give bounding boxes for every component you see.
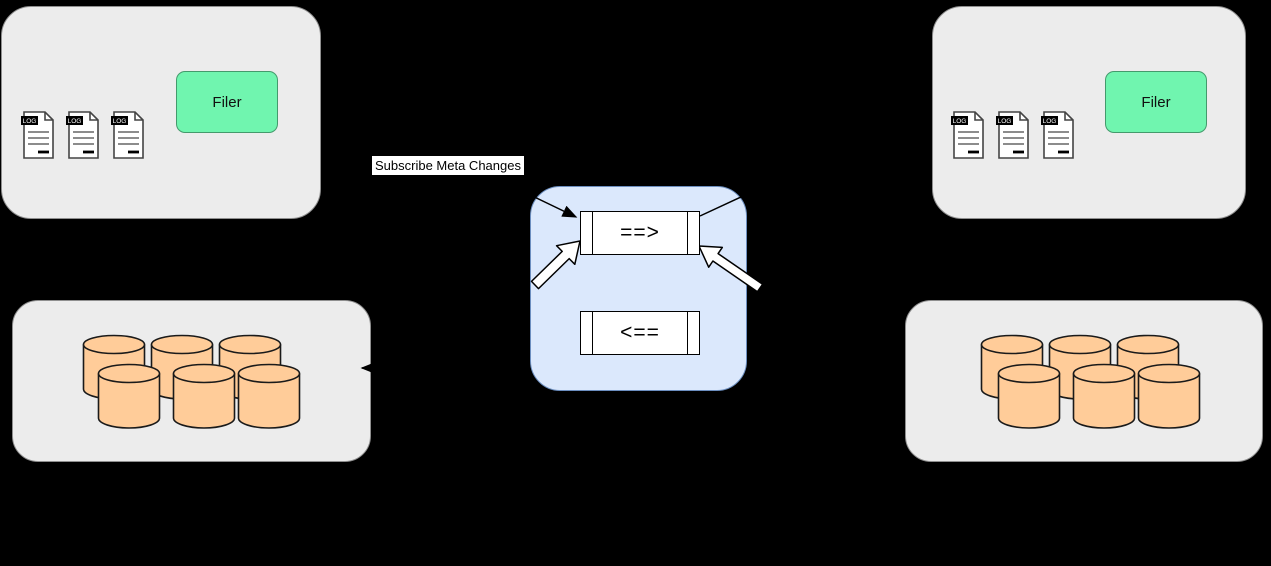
left-volume-cluster-box	[12, 300, 371, 462]
subscribe-meta-changes-label: Subscribe Meta Changes	[372, 156, 524, 175]
queue-backward-shape: <==	[580, 311, 700, 355]
right-volume-cluster-box	[905, 300, 1263, 462]
filer-node-left: Filer	[176, 71, 278, 133]
filer-right-label: Filer	[1141, 93, 1171, 111]
filer-node-right: Filer	[1105, 71, 1207, 133]
queue-backward-label: <==	[620, 321, 660, 344]
filer-left-label: Filer	[212, 93, 242, 111]
queue-forward-shape: ==>	[580, 211, 700, 255]
queue-forward-label: ==>	[620, 221, 660, 244]
